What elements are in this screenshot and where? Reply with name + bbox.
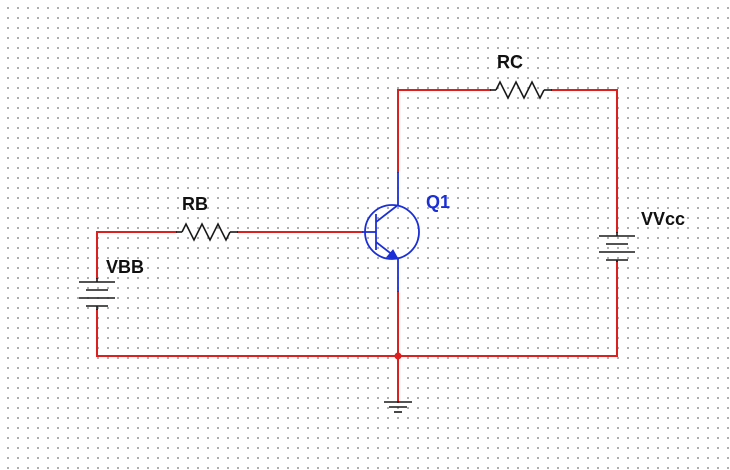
source-vbb-label: VBB bbox=[106, 257, 144, 277]
resistor-rb-label: RB bbox=[182, 194, 208, 214]
resistor-rc[interactable] bbox=[490, 80, 552, 100]
wire-vbb-to-rb[interactable] bbox=[96, 231, 177, 279]
transistor-q1-label: Q1 bbox=[426, 192, 450, 212]
wire-vcc-to-rail[interactable] bbox=[397, 261, 618, 357]
source-vcc-label: VVcc bbox=[641, 209, 685, 229]
emitter-arrow-icon bbox=[386, 249, 399, 260]
wire-vbb-to-rail[interactable] bbox=[96, 309, 399, 357]
wires bbox=[96, 89, 618, 403]
junction-dot bbox=[394, 352, 402, 360]
ground-icon[interactable] bbox=[384, 401, 412, 413]
source-vbb[interactable] bbox=[79, 278, 115, 310]
transistor-q1[interactable] bbox=[362, 172, 420, 292]
source-vcc[interactable] bbox=[599, 232, 635, 262]
resistor-rb[interactable] bbox=[176, 222, 238, 242]
resistor-rc-label: RC bbox=[497, 52, 523, 72]
wire-collector-to-rc[interactable] bbox=[397, 89, 491, 173]
wire-rc-to-vcc[interactable] bbox=[551, 89, 618, 233]
